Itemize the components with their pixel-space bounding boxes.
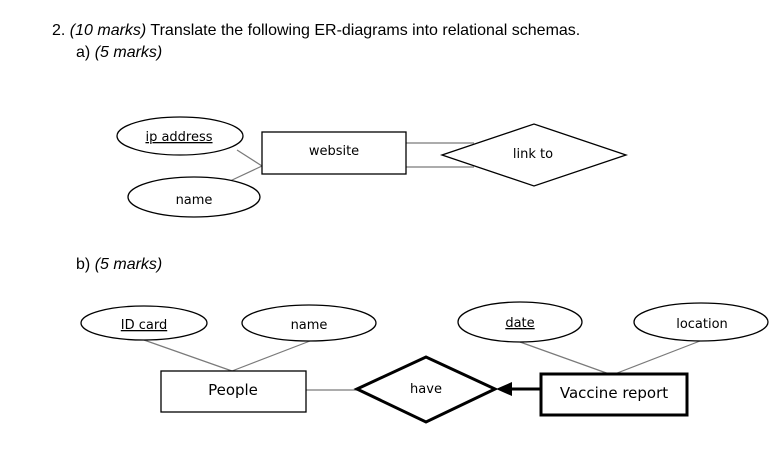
entity-website-label: website	[309, 144, 359, 159]
relationship-link-to	[439, 123, 629, 187]
attribute-id-card-label: ID card	[121, 318, 167, 333]
attribute-id-card	[80, 305, 208, 341]
connector-name-website	[229, 165, 263, 182]
question-text: Translate the following ER-diagrams into…	[150, 22, 581, 39]
part-b-marks: (5 marks)	[94, 256, 163, 273]
entity-people-label: People	[208, 381, 258, 399]
attribute-name-a	[127, 176, 261, 218]
question-number: 2.	[52, 22, 66, 39]
attribute-location-label: location	[676, 317, 728, 332]
attribute-name-a-label: name	[176, 193, 213, 208]
attribute-name-b-label: name	[291, 318, 328, 333]
relationship-have-label: have	[410, 382, 442, 397]
entity-website	[261, 131, 407, 175]
connector-name-people	[231, 340, 311, 372]
part-b-heading: b) (5 marks)	[76, 255, 162, 275]
attribute-name-b	[241, 304, 377, 342]
connector-date-vaccine	[519, 341, 613, 376]
relationship-link-to-label: link to	[513, 147, 553, 162]
part-a-marks: (5 marks)	[94, 44, 163, 61]
attribute-location	[633, 302, 769, 342]
attribute-date	[457, 301, 583, 343]
entity-people	[160, 370, 307, 413]
part-b-label: b)	[76, 256, 91, 273]
attribute-date-label: date	[505, 316, 534, 331]
relationship-have	[353, 355, 499, 424]
part-a-label: a)	[76, 44, 91, 61]
attribute-ip-address-label: ip address	[145, 130, 212, 145]
er-diagram-b: ID card name date location People have V…	[80, 301, 769, 424]
er-diagram-a: ip address name website link to	[116, 116, 629, 218]
part-a-heading: a) (5 marks)	[76, 43, 162, 63]
arrow-head-have	[496, 382, 512, 396]
connector-ip-website	[236, 149, 263, 167]
connector-idcard-people	[143, 339, 233, 372]
connector-location-vaccine	[611, 340, 701, 376]
entity-vaccine-report-label: Vaccine report	[560, 384, 668, 402]
entity-vaccine-report	[539, 372, 689, 417]
attribute-ip-address	[116, 116, 244, 156]
question-marks: (10 marks)	[69, 22, 147, 39]
question-title: 2. (10 marks) Translate the following ER…	[52, 21, 580, 41]
